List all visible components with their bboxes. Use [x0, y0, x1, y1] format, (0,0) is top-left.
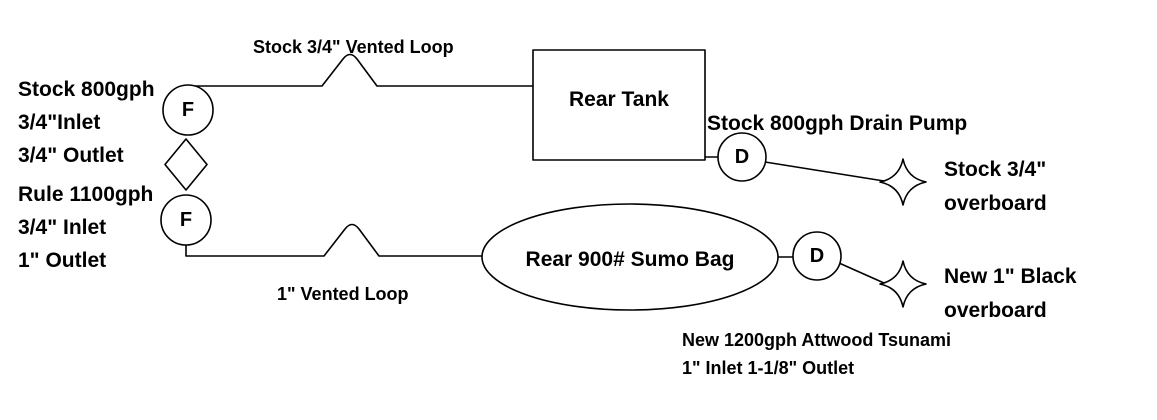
- spec-line: Stock 800gph: [18, 78, 155, 101]
- overboard-bottom-star: [879, 260, 927, 308]
- label-line: overboard: [944, 299, 1047, 322]
- fill-pump-top-letter: F: [181, 99, 195, 121]
- drain-pump-top-circle: [717, 132, 767, 182]
- drain-pump-top-label: Stock 800gph Drain Pump: [707, 112, 968, 135]
- rear-tank-label: Rear Tank: [569, 88, 669, 111]
- overboard-top-label: Stock 3/4" overboard: [944, 153, 1047, 221]
- spec-line: 3/4"Inlet: [18, 111, 101, 134]
- spec-line: Rule 1100gph: [18, 183, 154, 206]
- pipe-drain-pump-to-overboard-top: [764, 161, 885, 182]
- fill-pump-top-circle: [162, 84, 214, 136]
- spec-line: 3/4" Inlet: [18, 216, 107, 239]
- spec-line: 3/4" Outlet: [18, 144, 124, 167]
- rear-tank-box: [532, 49, 706, 161]
- pipe-bottom-with-vented-loop: [185, 223, 484, 257]
- spec-line: 1" Outlet: [18, 249, 107, 272]
- overboard-top-star: [879, 158, 927, 206]
- label-line: Stock 3/4": [944, 158, 1047, 181]
- spec-line: New 1200gph Attwood Tsunami: [682, 330, 952, 350]
- fill-pump-bottom-specs: Rule 1100gph 3/4" Inlet 1" Outlet: [18, 178, 153, 277]
- sumo-bag-label: Rear 900# Sumo Bag: [525, 248, 735, 271]
- fill-pump-top-specs: Stock 800gph 3/4"Inlet 3/4" Outlet: [18, 73, 155, 172]
- label-line: New 1" Black: [944, 265, 1077, 288]
- overboard-bottom-label: New 1" Black overboard: [944, 260, 1077, 328]
- drain-pump-bottom-circle: [792, 231, 842, 281]
- label-line: overboard: [944, 192, 1047, 215]
- drain-pump-top-letter: D: [734, 146, 750, 168]
- vented-loop-top-label: Stock 3/4" Vented Loop: [253, 37, 454, 57]
- sumo-bag-ellipse: [481, 203, 779, 311]
- drain-pump-bottom-specs: New 1200gph Attwood Tsunami 1" Inlet 1-1…: [682, 326, 951, 382]
- pipe-drain-pump-to-overboard-bottom: [838, 262, 885, 284]
- fill-pump-bottom-circle: [160, 194, 212, 246]
- valve-diamond: [164, 138, 208, 191]
- vented-loop-bottom-label: 1" Vented Loop: [277, 284, 409, 304]
- drain-pump-bottom-letter: D: [809, 245, 825, 267]
- spec-line: 1" Inlet 1-1/8" Outlet: [682, 358, 855, 378]
- pipe-top-with-vented-loop: [191, 53, 534, 87]
- fill-pump-bottom-letter: F: [179, 209, 193, 231]
